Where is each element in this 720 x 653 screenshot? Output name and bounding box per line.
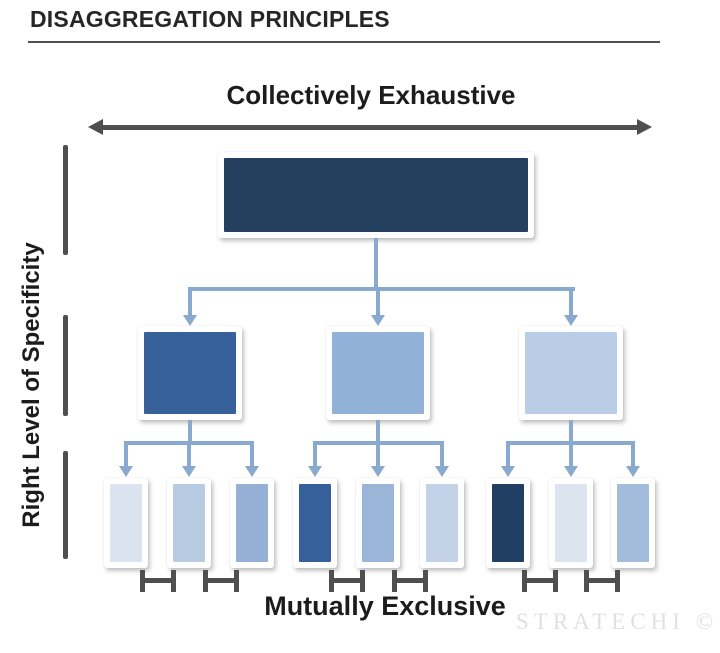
level-2-bar bbox=[63, 315, 68, 416]
bracket-bar bbox=[587, 578, 617, 583]
conn-root-drop bbox=[374, 238, 378, 287]
conn-l2-arrowhead-1 bbox=[183, 315, 197, 326]
conn-l3-arrowhead-1-2 bbox=[182, 466, 196, 477]
bracket-bar bbox=[142, 578, 173, 583]
double-headed-arrow-icon bbox=[88, 119, 652, 135]
level-3-bar bbox=[63, 451, 68, 559]
leaf-9-fill bbox=[617, 484, 649, 562]
leaf-2-fill bbox=[173, 484, 205, 562]
leaf-8-fill bbox=[555, 484, 587, 562]
bracket-bar bbox=[524, 578, 555, 583]
bracket-bar bbox=[331, 578, 362, 583]
bracket-cap bbox=[521, 570, 527, 592]
parent-topic-box bbox=[218, 152, 534, 238]
bracket-cap bbox=[170, 570, 176, 592]
bracket-cap bbox=[615, 570, 620, 592]
conn-l3-drop-3-1 bbox=[506, 441, 510, 467]
bracket-cap bbox=[202, 570, 208, 592]
mutual-exclusion-bracket-6 bbox=[584, 570, 620, 592]
leaf-5-fill bbox=[362, 484, 394, 562]
bracket-cap bbox=[392, 570, 397, 592]
page-title: DISAGGREGATION PRINCIPLES bbox=[30, 6, 390, 32]
level-1-bar bbox=[63, 145, 68, 255]
conn-l3-arrowhead-3-3 bbox=[626, 466, 640, 477]
leaf-6-box bbox=[420, 478, 464, 568]
branch-3-fill bbox=[525, 332, 617, 414]
conn-l3-drop-2-3 bbox=[440, 441, 444, 467]
mutual-exclusion-bracket-3 bbox=[328, 570, 365, 592]
conn-l3-arrowhead-3-2 bbox=[564, 466, 578, 477]
leaf-6-fill bbox=[426, 484, 458, 562]
conn-l3-drop-parent-2 bbox=[376, 420, 380, 443]
conn-l3-drop-3-2 bbox=[569, 441, 573, 467]
parent-topic-fill bbox=[224, 158, 528, 232]
mutual-exclusion-bracket-2 bbox=[202, 570, 239, 592]
leaf-1-box bbox=[104, 478, 148, 568]
branch-1-fill bbox=[144, 332, 236, 414]
conn-l3-arrowhead-2-2 bbox=[371, 466, 385, 477]
bracket-cap bbox=[423, 570, 428, 592]
bracket-cap bbox=[233, 570, 239, 592]
bracket-bar bbox=[205, 578, 236, 583]
conn-l2-arrowhead-2 bbox=[371, 315, 385, 326]
mutual-exclusion-bracket-5 bbox=[521, 570, 558, 592]
right-level-of-specificity-label: Right Level of Specificity bbox=[18, 242, 45, 528]
conn-l3-arrowhead-3-1 bbox=[501, 466, 515, 477]
conn-l3-drop-1-1 bbox=[124, 441, 128, 467]
conn-l3-arrowhead-1-1 bbox=[119, 466, 133, 477]
bracket-cap bbox=[552, 570, 558, 592]
leaf-1-fill bbox=[110, 484, 142, 562]
conn-l3-drop-parent-1 bbox=[188, 420, 192, 443]
leaf-4-box bbox=[293, 478, 337, 568]
leaf-3-box bbox=[230, 478, 274, 568]
leaf-2-box bbox=[167, 478, 211, 568]
conn-l2-arrowhead-3 bbox=[564, 315, 578, 326]
branch-3-box bbox=[519, 326, 623, 420]
leaf-8-box bbox=[549, 478, 593, 568]
mutual-exclusion-bracket-1 bbox=[139, 570, 176, 592]
bracket-cap bbox=[359, 570, 365, 592]
conn-l2-drop-1 bbox=[188, 287, 192, 315]
leaf-7-fill bbox=[492, 484, 524, 562]
conn-l3-drop-2-1 bbox=[313, 441, 317, 467]
bracket-cap bbox=[584, 570, 589, 592]
leaf-5-box bbox=[356, 478, 400, 568]
mutual-exclusion-bracket-4 bbox=[392, 570, 428, 592]
mutually-exclusive-label: Mutually Exclusive bbox=[264, 591, 506, 621]
arrow-right-head-icon bbox=[637, 119, 652, 135]
conn-l3-drop-3-3 bbox=[631, 441, 635, 467]
watermark: STRATECHI © bbox=[516, 609, 719, 634]
bracket-cap bbox=[328, 570, 334, 592]
leaf-3-fill bbox=[236, 484, 268, 562]
conn-l3-arrowhead-2-1 bbox=[308, 466, 322, 477]
conn-l2-span bbox=[188, 287, 575, 291]
conn-l3-arrowhead-2-3 bbox=[435, 466, 449, 477]
conn-l3-drop-parent-3 bbox=[569, 420, 573, 443]
leaf-4-fill bbox=[299, 484, 331, 562]
branch-1-box bbox=[138, 326, 242, 420]
conn-l3-drop-1-3 bbox=[250, 441, 254, 467]
conn-l3-drop-2-2 bbox=[376, 441, 380, 467]
collectively-exhaustive-label: Collectively Exhaustive bbox=[226, 80, 516, 110]
arrow-left-head-icon bbox=[88, 119, 103, 135]
branch-2-fill bbox=[332, 332, 424, 414]
title-underline bbox=[28, 41, 660, 43]
leaf-9-box bbox=[611, 478, 655, 568]
conn-l2-drop-3 bbox=[569, 287, 573, 315]
conn-l3-drop-1-2 bbox=[187, 441, 191, 467]
bracket-cap bbox=[139, 570, 145, 592]
conn-l3-arrowhead-1-3 bbox=[245, 466, 259, 477]
arrow-shaft bbox=[100, 125, 640, 130]
branch-2-box bbox=[326, 326, 430, 420]
bracket-bar bbox=[395, 578, 425, 583]
conn-l2-drop-2 bbox=[376, 287, 380, 315]
leaf-7-box bbox=[486, 478, 530, 568]
